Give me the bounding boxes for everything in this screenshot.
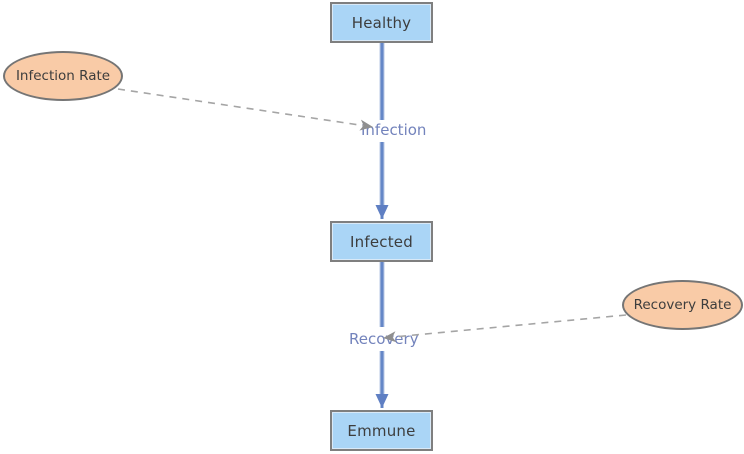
stock-emmune[interactable]: Emmune (330, 410, 433, 451)
link-infection-rate-to-infection[interactable] (117, 88, 374, 131)
stock-healthy-label: Healthy (351, 13, 412, 32)
variable-recovery-rate[interactable]: Recovery Rate (622, 280, 743, 330)
stock-healthy[interactable]: Healthy (330, 2, 433, 43)
variable-infection-rate-label: Infection Rate (15, 68, 111, 84)
stock-infected-label: Infected (350, 232, 413, 251)
variable-recovery-rate-label: Recovery Rate (633, 297, 732, 313)
flow-label-infection[interactable]: Infection (361, 121, 427, 139)
link-recovery-rate-to-recovery[interactable] (382, 314, 627, 343)
stock-emmune-label: Emmune (347, 421, 416, 440)
variable-infection-rate[interactable]: Infection Rate (3, 51, 123, 101)
stock-infected[interactable]: Infected (330, 221, 433, 262)
